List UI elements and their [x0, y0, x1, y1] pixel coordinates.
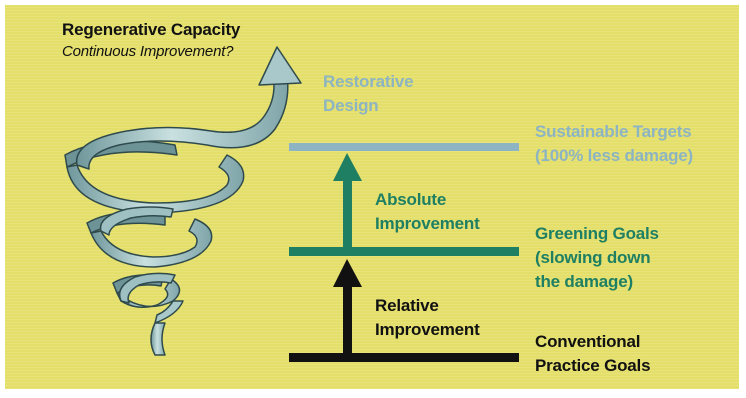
greening-goals-line1: Greening Goals	[535, 224, 659, 243]
conventional-goals-line2: Practice Goals	[535, 356, 651, 375]
diagram-title: Regenerative Capacity	[62, 20, 241, 39]
greening-goals-line	[289, 247, 519, 256]
sustainable-targets-line1: Sustainable Targets	[535, 122, 692, 141]
sustainable-targets-line	[289, 143, 519, 151]
restorative-label-line2: Design	[323, 96, 379, 115]
relative-improvement-line2: Improvement	[375, 320, 480, 339]
relative-improvement-line1: Relative	[375, 296, 439, 315]
diagram-artwork	[64, 46, 519, 362]
greening-goals-line2: (slowing down	[535, 248, 651, 267]
diagram-subtitle: Continuous Improvement?	[62, 43, 234, 60]
diagram-panel: Regenerative Capacity Continuous Improve…	[5, 5, 739, 389]
up-arrow-icon	[333, 259, 362, 353]
absolute-improvement-line2: Improvement	[375, 214, 480, 233]
absolute-improvement-line1: Absolute	[375, 190, 447, 209]
conventional-goals-line1: Conventional	[535, 332, 641, 351]
sustainable-targets-line2: (100% less damage)	[535, 146, 693, 165]
spiral-arrow-icon	[64, 46, 302, 356]
restorative-label-line1: Restorative	[323, 72, 414, 91]
greening-goals-line3: the damage)	[535, 272, 633, 291]
up-arrow-icon	[333, 153, 362, 247]
conventional-goals-line	[289, 353, 519, 362]
